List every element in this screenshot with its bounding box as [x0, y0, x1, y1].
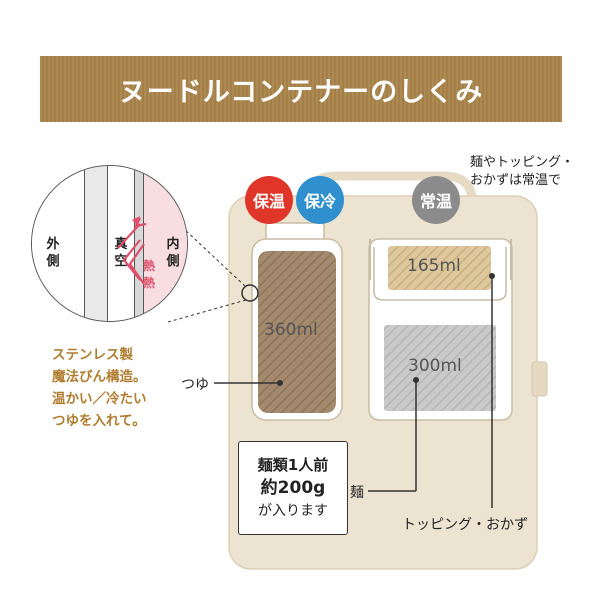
heat-label: 熱熱: [142, 259, 155, 290]
soup-bottle: [251, 222, 343, 421]
room-temp-note: 麺やトッピング・ おかずは常温で: [470, 154, 590, 190]
food-tray: [368, 238, 513, 421]
tsuyu-label: つゆ: [181, 377, 209, 393]
room-temp-note-line: おかずは常温で: [470, 173, 562, 188]
insulation-callout: 外側 真空 内側 熱熱: [31, 165, 188, 322]
noodle-capacity-line: 麺類1人前: [257, 456, 329, 474]
soup-volume: 360ml: [264, 320, 318, 340]
stainless-description: ステンレス製 魔法びん構造。 温かい／冷たい つゆを入れて。: [52, 344, 192, 432]
bottom-compartment-volume: 300ml: [408, 356, 462, 376]
room-temp-badge: 常温: [412, 176, 460, 224]
men-label: 麺: [350, 485, 364, 501]
stainless-description-line: つゆを入れて。: [52, 413, 146, 429]
topping-label: トッピング・おかず: [402, 517, 528, 533]
outer-label: 外側: [46, 237, 60, 269]
warm-badge: 保温: [245, 176, 293, 224]
noodle-capacity-line: が入ります: [258, 503, 328, 519]
heat-reflect-arrows: [117, 216, 147, 285]
page-title: ヌードルコンテナーのしくみ: [118, 76, 484, 108]
side-latch: [531, 361, 548, 397]
stainless-description-line: ステンレス製: [52, 347, 133, 363]
zoom-marker: [241, 284, 259, 302]
inner-label: 内側: [166, 237, 180, 269]
top-compartment-volume: 165ml: [407, 256, 461, 276]
room-temp-note-line: 麺やトッピング・: [470, 155, 575, 170]
stainless-description-line: 温かい／冷たい: [52, 391, 147, 407]
cold-badge: 保冷: [296, 176, 344, 224]
noodle-capacity-amount: 約200g: [260, 478, 326, 498]
title-banner: ヌードルコンテナーのしくみ: [40, 56, 562, 122]
stainless-description-line: 魔法びん構造。: [52, 369, 147, 385]
noodle-capacity-box: 麺類1人前 約200g が入ります: [238, 441, 348, 535]
